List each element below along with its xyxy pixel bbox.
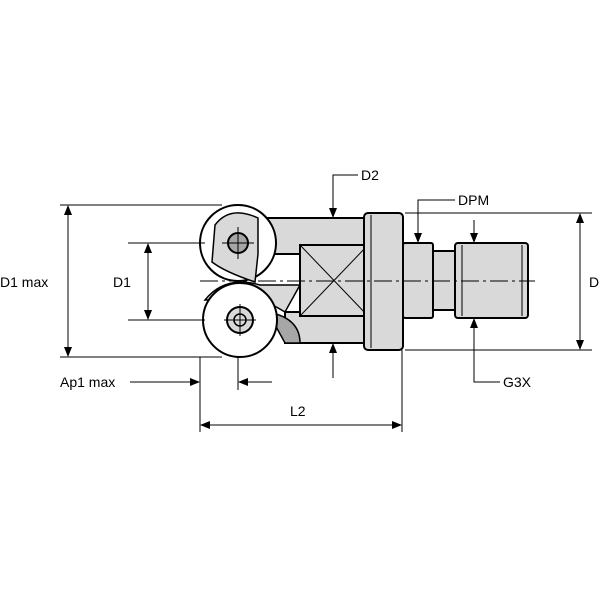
label-d2: D2 xyxy=(361,167,379,183)
label-ap1-max: Ap1 max xyxy=(60,374,115,390)
label-l2: L2 xyxy=(290,403,306,419)
dimension-lines xyxy=(60,174,592,432)
label-d1: D1 xyxy=(113,274,131,290)
label-d1-max: D1 max xyxy=(0,274,48,290)
label-dpm: DPM xyxy=(458,192,489,208)
inserts xyxy=(199,204,302,358)
label-d: D xyxy=(589,274,599,290)
label-g3x: G3X xyxy=(503,374,532,390)
